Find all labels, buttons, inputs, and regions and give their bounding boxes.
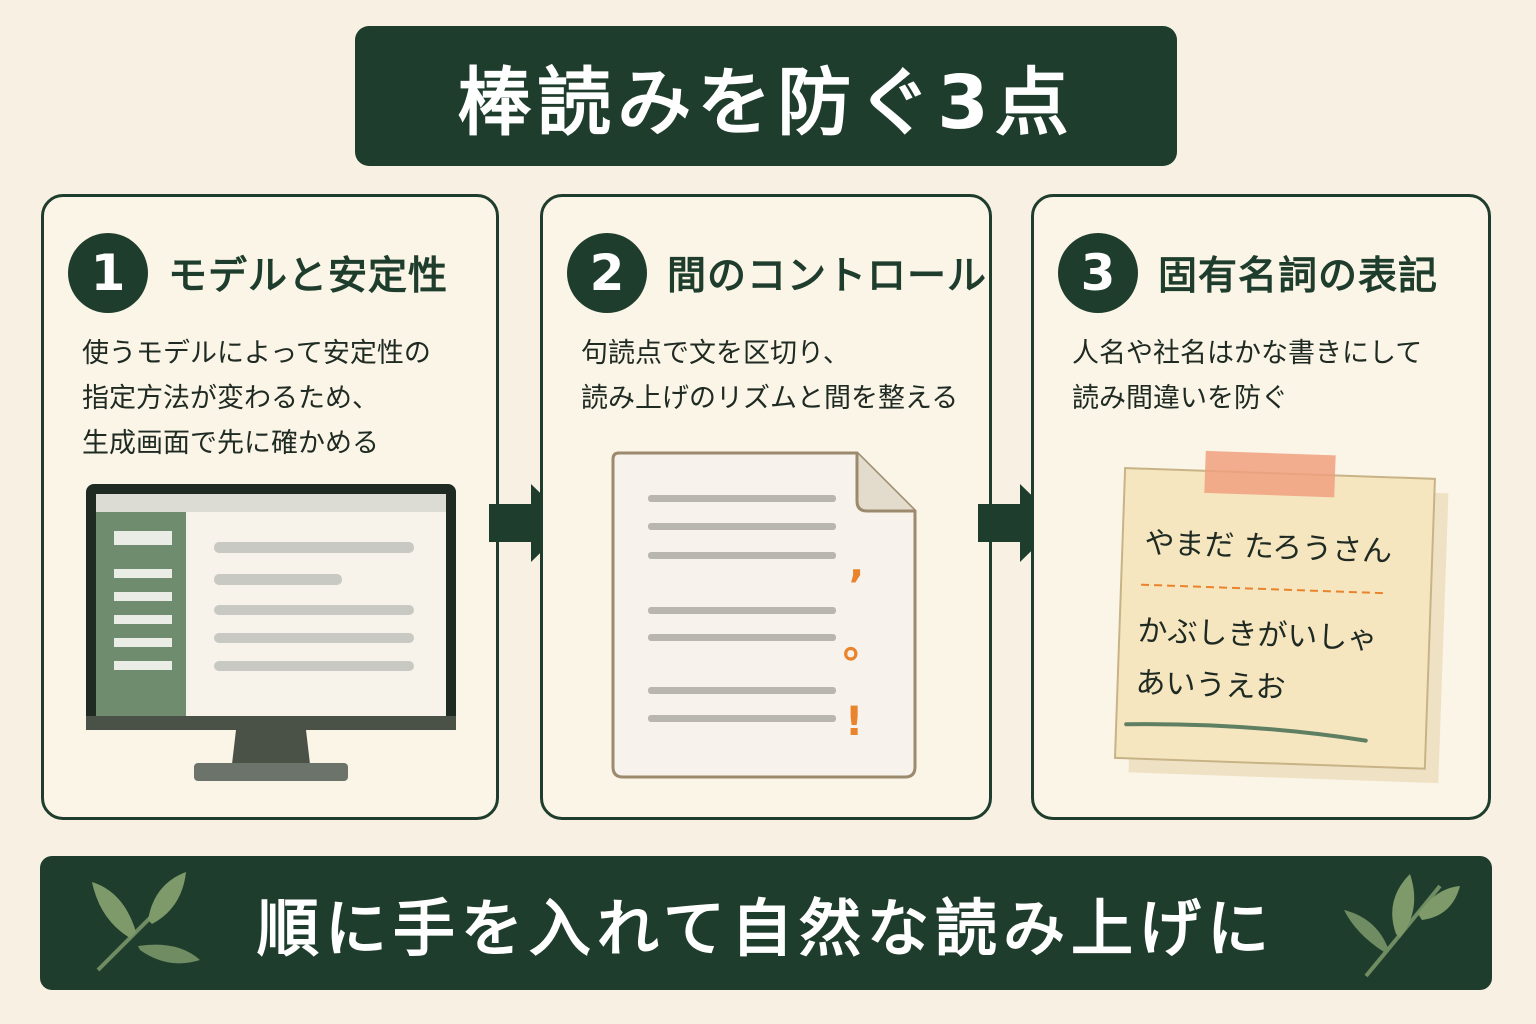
step-header-2: 2 間のコントロール (567, 233, 986, 313)
note-line: かぶしきがいしゃ (1137, 614, 1378, 657)
description-line: 読み間違いを防ぐ (1072, 383, 1288, 414)
step-card-1: 1 モデルと安定性 使うモデルによって安定性の 指定方法が変わるため、 生成画面… (41, 194, 499, 820)
page-title: 棒読みを防ぐ3点 (457, 59, 1075, 146)
step-title: 間のコントロール (667, 254, 988, 299)
step-number-badge: 3 (1058, 233, 1138, 313)
description-line: 読み上げのリズムと間を整える (581, 383, 959, 414)
step-title: 固有名詞の表記 (1158, 254, 1439, 299)
step-title: モデルと安定性 (168, 254, 449, 299)
step-header-1: 1 モデルと安定性 (68, 233, 486, 313)
note-line: やまだ たろうさん (1144, 526, 1393, 570)
monitor-icon (86, 484, 456, 781)
summary-text: 順に手を入れて自然な読み上げに (256, 892, 1276, 965)
step-card-2: 2 間のコントロール 句読点で文を区切り、 読み上げのリズムと間を整える , 。… (540, 194, 992, 820)
leaf-icon (92, 872, 200, 972)
note-line: あいうえお (1135, 666, 1286, 706)
description-line: 人名や社名はかな書きにして (1072, 338, 1423, 369)
step-number-badge: 1 (68, 233, 148, 313)
step-card-3: 3 固有名詞の表記 人名や社名はかな書きにして 読み間違いを防ぐ やまだ たろう… (1031, 194, 1491, 820)
sticky-note-icon: やまだ たろうさん かぶしきがいしゃ あいうえお (1113, 450, 1449, 784)
description-line: 生成画面で先に確かめる (82, 428, 379, 459)
step-description: 使うモデルによって安定性の 指定方法が変わるため、 生成画面で先に確かめる (82, 331, 482, 466)
step-header-3: 3 固有名詞の表記 (1058, 233, 1478, 313)
description-line: 句読点で文を区切り、 (581, 338, 850, 369)
summary-banner: 順に手を入れて自然な読み上げに (40, 856, 1492, 990)
step-description: 人名や社名はかな書きにして 読み間違いを防ぐ (1072, 331, 1474, 421)
description-line: 使うモデルによって安定性の (82, 338, 431, 369)
document-icon: , 。 ! (611, 451, 917, 779)
exclamation-mark: ! (845, 699, 863, 745)
period-mark: 。 (843, 621, 883, 667)
comma-mark: , (849, 541, 864, 587)
leaf-icon (1344, 874, 1460, 978)
step-description: 句読点で文を区切り、 読み上げのリズムと間を整える (581, 331, 975, 421)
title-banner: 棒読みを防ぐ3点 (355, 26, 1177, 166)
step-number-badge: 2 (567, 233, 647, 313)
description-line: 指定方法が変わるため、 (82, 383, 379, 414)
